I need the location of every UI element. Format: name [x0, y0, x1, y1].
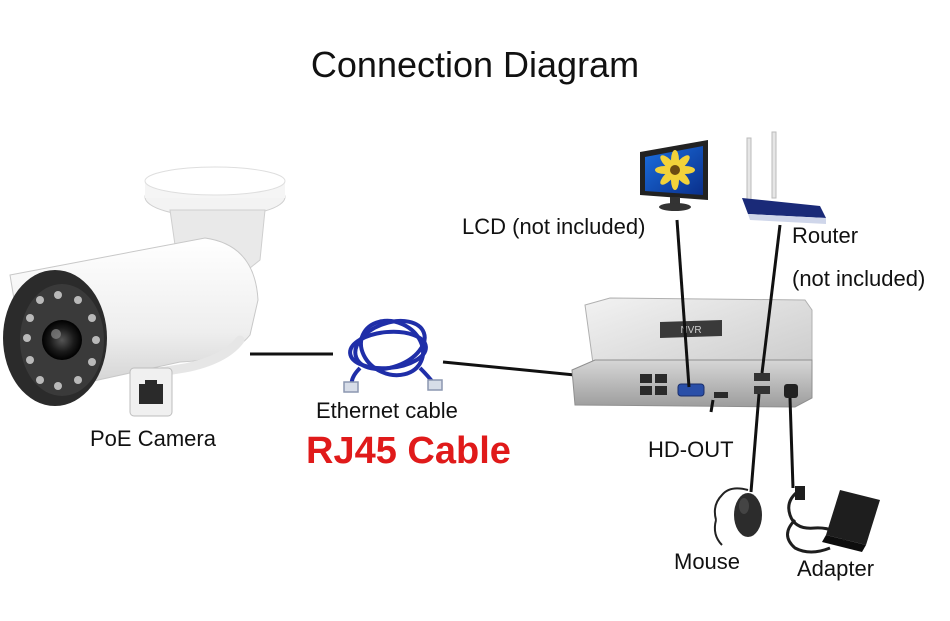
camera-label: PoE Camera [90, 426, 216, 451]
router-label-note: (not included) [792, 266, 926, 291]
page-title: Connection Diagram [310, 44, 640, 85]
nvr-badge: NVR [680, 325, 701, 336]
adapter-label: Adapter [797, 556, 875, 581]
power-adapter-icon [786, 486, 880, 554]
nvr-device-icon: NVR [571, 297, 813, 408]
adapter-link-line [788, 397, 795, 489]
router-label: Router [792, 223, 859, 248]
router-link-line [760, 224, 782, 374]
mouse-label: Mouse [674, 549, 741, 574]
ethernet-label: Ethernet cable [316, 398, 458, 423]
nvr-link-line [442, 360, 596, 379]
hdout-label: HD-OUT [648, 437, 734, 462]
lcd-link-line [675, 219, 691, 388]
hdout-link-line [709, 399, 715, 413]
mouse-link-line [749, 393, 761, 493]
monitor-icon [640, 140, 708, 211]
mouse-icon [713, 487, 762, 546]
ethernet-cable-icon [343, 318, 443, 393]
lcd-label: LCD (not included) [462, 214, 646, 239]
router-icon [742, 131, 826, 224]
poe-camera-icon [3, 166, 286, 417]
rj45-label: RJ45 Cable [306, 430, 511, 472]
